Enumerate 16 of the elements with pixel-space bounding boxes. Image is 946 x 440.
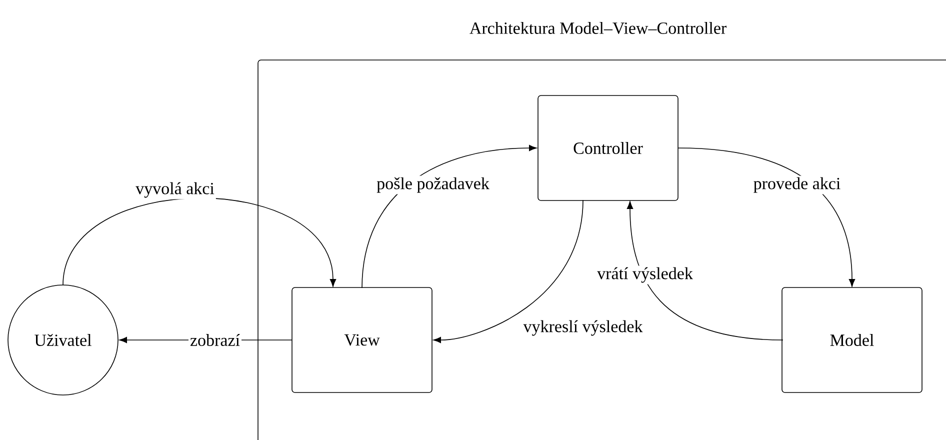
edge-label: pošle požadavek [375,176,491,194]
edge-label: provede akci [752,176,842,194]
title: Architektura Model–View–Controller [470,22,726,34]
edge-label: vrátí výsledek [596,266,694,284]
arrow [62,198,336,287]
arrow [678,148,856,287]
edge-label: vykreslí výsledek [522,318,644,338]
component-box: Controller [538,95,678,201]
edge-label: zobrazí [188,332,242,348]
edge-label: vyvolá akci [134,180,216,200]
arrow [362,144,537,288]
frame-box [258,60,946,440]
component-box: View [292,287,432,393]
arrow [433,200,584,344]
component-box: Model [782,287,922,393]
arrow [626,201,784,340]
